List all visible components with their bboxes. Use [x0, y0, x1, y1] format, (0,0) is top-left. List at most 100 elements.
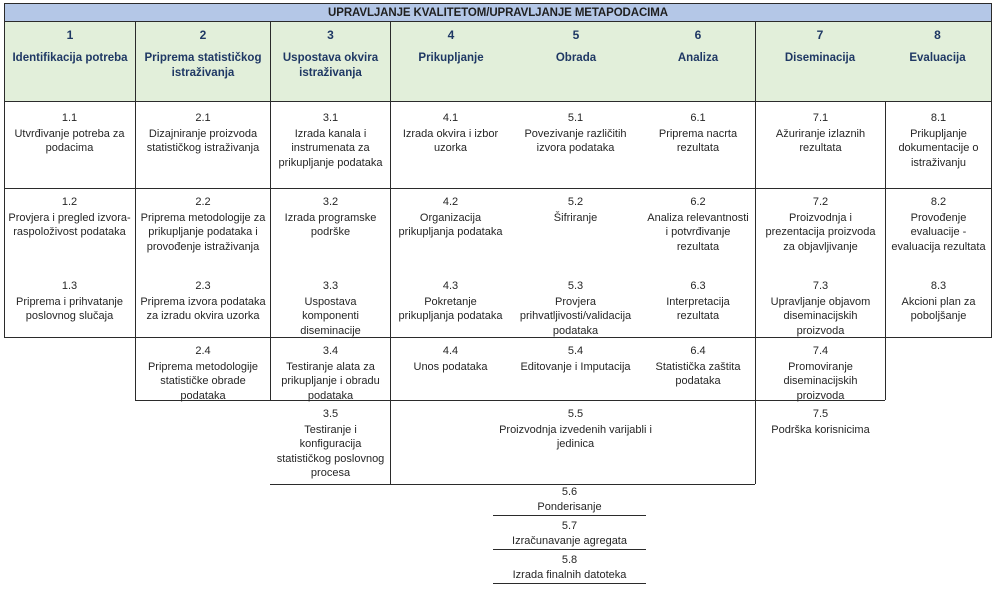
activity-4-2: 4.2 Organizacija prikupljanja podataka: [391, 192, 510, 240]
activity-label: Proizvodnja i prezentacija proizvoda za …: [765, 211, 876, 253]
phase-number-8: 8: [934, 28, 941, 42]
activity-label: Izrada okvira i izbor uzorka: [402, 127, 499, 155]
activity-label: Interpretacija rezultata: [666, 295, 730, 323]
activity-7-3: 7.3 Upravljanje objavom diseminacijskih …: [756, 276, 885, 338]
activity-label: Uspostava komponenti diseminacije: [300, 295, 361, 337]
activity-number: 2.3: [195, 280, 211, 292]
activity-1-3: 1.3 Priprema i prihvatanje poslovnog slu…: [4, 276, 135, 324]
activity-label: Priprema nacrta rezultata: [658, 127, 738, 155]
phase-header-8: 8 Evaluacija: [884, 22, 991, 101]
grid-line-col6-col7: [755, 102, 756, 484]
activity-label: Testiranje i konfiguracija statističkog …: [276, 423, 385, 480]
activity-number: 1.3: [61, 280, 78, 292]
phase-header-1: 1 Identifikacija potreba: [5, 22, 136, 101]
activity-5-2: 5.2 Šifriranje: [511, 192, 640, 225]
activity-6-2: 6.2 Analiza relevantnosti i potvrđivanje…: [641, 192, 755, 254]
activity-5-6: 5.6 Ponderisanje: [493, 482, 646, 516]
activity-number: 5.3: [567, 280, 584, 292]
activity-number: 5.2: [567, 196, 584, 208]
activity-number: 2.1: [195, 112, 211, 124]
activity-number: 6.3: [690, 280, 706, 292]
activity-7-2: 7.2 Proizvodnja i prezentacija proizvoda…: [756, 192, 885, 254]
activity-label: Izrada finalnih datoteka: [512, 568, 627, 581]
activity-number: 8.1: [930, 112, 947, 124]
activity-label: Izrada kanala i instrumenata za prikuplj…: [278, 127, 383, 169]
activity-number: 7.5: [812, 408, 829, 420]
activity-5-3: 5.3 Provjera prihvatljivosti/validacija …: [511, 276, 640, 338]
activity-5-4: 5.4 Editovanje i Imputacija: [511, 341, 640, 374]
activity-6-3: 6.3 Interpretacija rezultata: [641, 276, 755, 324]
phase-label-2: Priprema statističkog istraživanja: [144, 52, 262, 79]
activity-number: 6.1: [690, 112, 706, 124]
grid-line-col3-col4: [390, 102, 391, 484]
activity-number: 7.1: [812, 112, 829, 124]
activity-number: 3.2: [322, 196, 339, 208]
activity-number: 2.4: [195, 345, 211, 357]
activity-label: Dizajniranje proizvoda statističkog istr…: [146, 127, 260, 155]
activity-3-1: 3.1 Izrada kanala i instrumenata za prik…: [271, 108, 390, 170]
activity-label: Upravljanje objavom diseminacijskih proi…: [770, 295, 871, 337]
activity-6-4: 6.4 Statistička zaštita podataka: [641, 341, 755, 389]
activity-number: 2.2: [195, 196, 211, 208]
phase-header-row: 1 Identifikacija potreba 2 Priprema stat…: [4, 22, 992, 102]
grid-line-col1-col2: [135, 102, 136, 400]
activity-number: 1.1: [61, 112, 78, 124]
phase-label-4: Prikupljanje: [418, 52, 484, 64]
activity-label: Unos podataka: [413, 360, 488, 373]
phase-number-6: 6: [694, 28, 702, 42]
activity-number: 1.2: [61, 196, 78, 208]
grid-line-row2-row3-left: [4, 337, 885, 338]
activity-label: Povezivanje različitih izvora podataka: [524, 127, 627, 155]
activity-number: 4.2: [442, 196, 459, 208]
activity-label: Analiza relevantnosti i potvrđivanje rez…: [647, 211, 749, 253]
activity-6-1: 6.1 Priprema nacrta rezultata: [641, 108, 755, 156]
activity-number: 4.4: [442, 345, 459, 357]
activity-label: Proizvodnja izvedenih varijabli i jedini…: [499, 423, 652, 451]
activity-number: 5.6: [561, 486, 578, 498]
phase-header-6: 6 Analiza: [641, 22, 756, 101]
phase-number-2: 2: [199, 28, 207, 42]
activity-label: Podrška korisnicima: [771, 423, 870, 436]
activity-5-5: 5.5 Proizvodnja izvedenih varijabli i je…: [493, 404, 658, 452]
activity-2-3: 2.3 Priprema izvora podataka za izradu o…: [136, 276, 270, 324]
activity-number: 6.2: [690, 196, 706, 208]
activity-label: Akcioni plan za poboljšanje: [901, 295, 976, 323]
activity-label: Provjera i pregled izvora-raspoloživost …: [8, 211, 131, 239]
activity-label: Provođenje evaluacije - evaluacija rezul…: [891, 211, 986, 253]
activity-number: 8.2: [930, 196, 947, 208]
activity-number: 6.4: [690, 345, 706, 357]
activity-label: Promoviranje diseminacijskih proizvoda: [783, 360, 858, 402]
grid-line-row2-row3-right: [885, 337, 991, 338]
activity-3-2: 3.2 Izrada programske podrške: [271, 192, 390, 240]
activity-number: 3.5: [322, 408, 339, 420]
activity-label: Izračunavanje agregata: [512, 534, 627, 547]
activity-label: Priprema i prihvatanje poslovnog slučaja: [16, 295, 123, 323]
grid-line-left-edge: [4, 102, 5, 338]
activity-number: 3.4: [322, 345, 339, 357]
activity-number: 4.3: [442, 280, 459, 292]
phase-label-5: Obrada: [555, 52, 597, 64]
grid-line-col7-col8: [885, 102, 886, 400]
activity-number: 3.1: [322, 112, 339, 124]
phase-number-4: 4: [447, 28, 455, 42]
activity-label: Priprema metodologije statističke obrade…: [147, 360, 259, 402]
phase-number-3: 3: [327, 28, 334, 42]
phase-label-6: Analiza: [677, 52, 719, 64]
phase-number-5: 5: [572, 28, 580, 42]
activity-label: Pokretanje prikupljanja podataka: [398, 295, 503, 323]
activity-number: 5.4: [567, 345, 584, 357]
activity-8-3: 8.3 Akcioni plan za poboljšanje: [886, 276, 991, 324]
activity-number: 7.2: [812, 196, 829, 208]
grid-line-row3-row4: [135, 400, 885, 401]
activity-number: 7.3: [812, 280, 829, 292]
activity-1-1: 1.1 Utvrđivanje potreba za podacima: [4, 108, 135, 156]
activity-label: Ažuriranje izlaznih rezultata: [775, 127, 866, 155]
activity-number: 4.1: [442, 112, 459, 124]
activity-label: Testiranje alata za prikupljanje i obrad…: [281, 360, 380, 402]
activity-5-1: 5.1 Povezivanje različitih izvora podata…: [511, 108, 640, 156]
phase-number-1: 1: [66, 28, 74, 42]
activity-1-2: 1.2 Provjera i pregled izvora-raspoloživ…: [4, 192, 135, 240]
activity-5-8: 5.8 Izrada finalnih datoteka: [493, 550, 646, 584]
grid-line-row1-row2: [4, 188, 991, 189]
